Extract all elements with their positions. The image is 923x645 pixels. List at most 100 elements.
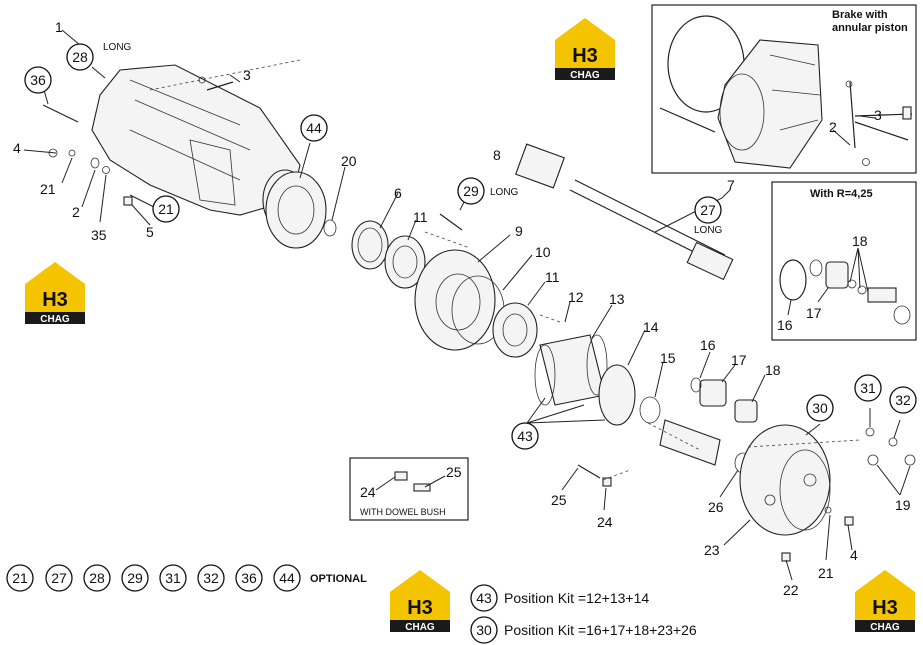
callout-29: 29 bbox=[457, 177, 485, 205]
svg-text:27: 27 bbox=[700, 202, 716, 218]
planet-hub bbox=[739, 424, 831, 536]
svg-text:CHAG: CHAG bbox=[570, 70, 600, 81]
inset-ratio-title: With R=4,25 bbox=[810, 188, 873, 200]
svg-text:29: 29 bbox=[127, 570, 143, 586]
optional-item: 28 bbox=[83, 564, 111, 592]
inset-dowel-caption: WITH DOWEL BUSH bbox=[360, 507, 446, 517]
callout-11b: 11 bbox=[545, 269, 560, 285]
sun-shaft bbox=[659, 419, 721, 466]
svg-text:28: 28 bbox=[72, 49, 88, 65]
optional-list: 21 27 28 29 31 32 36 44 OPTIONAL bbox=[6, 564, 367, 592]
plain-callouts: 1 3 4 21 2 35 5 20 6 8 11 9 10 11 12 13 … bbox=[13, 19, 911, 598]
callout-24a: 24 bbox=[597, 514, 613, 530]
inset-ratio: With R=4,25 bbox=[771, 181, 917, 341]
note-long-28: LONG bbox=[103, 42, 132, 53]
callout-1: 1 bbox=[55, 19, 63, 35]
svg-text:CHAG: CHAG bbox=[405, 622, 435, 633]
kit-43: 43 Position Kit =12+13+14 bbox=[470, 584, 649, 612]
inset-brake-housing bbox=[717, 39, 823, 169]
note-long-27: LONG bbox=[694, 225, 723, 236]
inset-ratio-gear bbox=[825, 261, 849, 289]
logo: H3 CHAG bbox=[555, 18, 615, 81]
svg-text:43: 43 bbox=[517, 428, 533, 444]
svg-text:29: 29 bbox=[463, 183, 479, 199]
callout-19: 19 bbox=[895, 497, 911, 513]
svg-text:H3: H3 bbox=[872, 597, 898, 619]
ring-6 bbox=[351, 220, 389, 270]
callout-16a: 16 bbox=[700, 337, 716, 353]
optional-item: 31 bbox=[159, 564, 187, 592]
bearing-11a bbox=[384, 235, 426, 289]
svg-text:H3: H3 bbox=[42, 289, 68, 311]
leaders bbox=[23, 29, 911, 581]
inset-brake-stud bbox=[659, 107, 716, 133]
callout-3b: 3 bbox=[874, 107, 882, 123]
bearing-11b bbox=[492, 302, 538, 358]
carrier-9 bbox=[414, 249, 496, 351]
callout-8: 8 bbox=[493, 147, 501, 163]
inset-brake-frame bbox=[651, 4, 917, 174]
callout-20: 20 bbox=[341, 153, 357, 169]
callout-2a: 2 bbox=[72, 204, 80, 220]
optional-item: 21 bbox=[6, 564, 34, 592]
logo: H3 CHAG bbox=[25, 262, 85, 325]
callout-5: 5 bbox=[146, 224, 154, 240]
callout-27: 27 bbox=[694, 196, 722, 224]
callout-24b: 24 bbox=[360, 484, 376, 500]
svg-text:32: 32 bbox=[203, 570, 219, 586]
logo: H3 CHAG bbox=[855, 570, 915, 633]
inset-dowel-frame bbox=[349, 457, 469, 521]
callout-7: 7 bbox=[727, 177, 735, 193]
inset-dowel: WITH DOWEL BUSH bbox=[349, 457, 469, 521]
optional-item: 44 bbox=[273, 564, 301, 592]
callout-28: 28 bbox=[66, 43, 94, 71]
axle-shaft-27 bbox=[515, 143, 734, 281]
callout-32: 32 bbox=[889, 386, 917, 414]
svg-text:31: 31 bbox=[860, 380, 876, 396]
optional-item: 27 bbox=[45, 564, 73, 592]
callout-18a: 18 bbox=[765, 362, 781, 378]
seal-44 bbox=[265, 171, 327, 249]
circled-callouts: 28 36 21 44 29 27 43 30 bbox=[24, 43, 917, 450]
callout-17b: 17 bbox=[806, 305, 822, 321]
svg-text:43: 43 bbox=[476, 590, 492, 606]
callout-31: 31 bbox=[854, 374, 882, 402]
callout-26: 26 bbox=[708, 499, 724, 515]
callout-13: 13 bbox=[609, 291, 625, 307]
callout-22: 22 bbox=[783, 582, 799, 598]
svg-text:21: 21 bbox=[12, 570, 28, 586]
callout-10: 10 bbox=[535, 244, 551, 260]
kit-30-text: Position Kit =16+17+18+23+26 bbox=[504, 622, 697, 638]
svg-text:H3: H3 bbox=[572, 45, 598, 67]
callout-2b-text: 2 bbox=[829, 119, 837, 135]
callout-35: 35 bbox=[91, 227, 107, 243]
svg-text:36: 36 bbox=[30, 72, 46, 88]
svg-text:32: 32 bbox=[895, 392, 911, 408]
inset-ratio-ring bbox=[779, 259, 807, 301]
svg-text:21: 21 bbox=[158, 201, 174, 217]
inset-ratio-frame bbox=[771, 181, 917, 341]
svg-text:36: 36 bbox=[241, 570, 257, 586]
gear-14 bbox=[598, 364, 636, 426]
svg-text:30: 30 bbox=[812, 400, 828, 416]
callout-12: 12 bbox=[568, 289, 584, 305]
callout-23: 23 bbox=[704, 542, 720, 558]
callout-30: 30 bbox=[806, 394, 834, 422]
callout-4b: 4 bbox=[850, 547, 858, 563]
callout-44: 44 bbox=[300, 114, 328, 142]
callout-25b: 25 bbox=[446, 464, 462, 480]
callout-9: 9 bbox=[515, 223, 523, 239]
kit-30: 30 Position Kit =16+17+18+23+26 bbox=[470, 616, 697, 644]
callout-21: 21 bbox=[152, 195, 180, 223]
callout-18b: 18 bbox=[852, 233, 868, 249]
callout-15: 15 bbox=[660, 350, 676, 366]
inset-ratio-shaft bbox=[867, 287, 897, 303]
callout-25a: 25 bbox=[551, 492, 567, 508]
callout-6: 6 bbox=[394, 185, 402, 201]
logo: H3 CHAG bbox=[390, 570, 450, 633]
kit-43-text: Position Kit =12+13+14 bbox=[504, 590, 649, 606]
optional-item: 32 bbox=[197, 564, 225, 592]
optional-item: 36 bbox=[235, 564, 263, 592]
callout-36: 36 bbox=[24, 66, 52, 94]
